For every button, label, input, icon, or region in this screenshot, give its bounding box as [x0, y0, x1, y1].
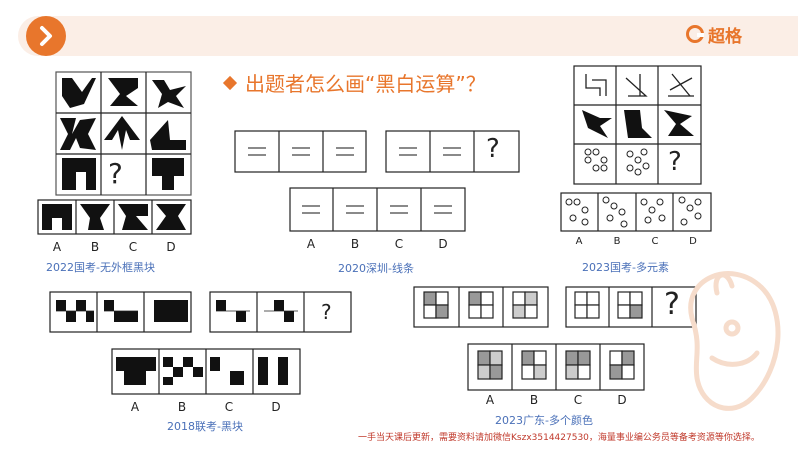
puzzle-guangdong-options — [467, 343, 645, 391]
page-title: 出题者怎么画“黑白运算”？ — [222, 68, 486, 97]
puzzle-2022-options — [37, 199, 192, 235]
puzzle-guangdong-row1 — [413, 286, 549, 328]
question-mark-2020: ? — [486, 134, 500, 164]
puzzle-2020-lines — [248, 147, 461, 214]
option-d-guangdong: D — [617, 393, 627, 407]
caption-2018: 2018联考-黑块 — [167, 420, 243, 433]
caption-2020: 2020深圳-线条 — [338, 262, 414, 275]
next-button[interactable] — [26, 16, 66, 56]
puzzle-guangdong-squares — [423, 291, 643, 380]
brand-name: 超格 — [708, 26, 742, 47]
option-c-guangdong: C — [573, 393, 583, 407]
puzzle-2023-line-glyphs — [585, 73, 694, 97]
question-mark-2022: ? — [108, 157, 123, 190]
puzzle-2020-row2 — [385, 130, 520, 173]
option-c-2023: C — [651, 236, 659, 247]
option-a-2022: A — [52, 240, 62, 254]
option-d-2018: D — [271, 400, 281, 414]
option-d-2023: D — [689, 236, 697, 247]
puzzle-2020-options — [289, 187, 466, 232]
question-mark-2018: ? — [321, 300, 332, 324]
option-a-2020: A — [306, 237, 316, 251]
puzzle-2023-circles — [565, 148, 702, 228]
option-d-2020: D — [438, 237, 448, 251]
puzzle-2018-row2 — [209, 291, 352, 333]
caption-guangdong: 2023广东-多个颜色 — [495, 414, 593, 427]
question-mark-guangdong: ? — [664, 287, 680, 322]
brand-icon — [686, 25, 704, 43]
option-b-2022: B — [90, 240, 100, 254]
option-b-2020: B — [350, 237, 360, 251]
footer-note: 一手当天课后更新，需要资料请加微信Kszx3514427530，海量事业编公务员… — [358, 433, 760, 443]
mascot-watermark — [688, 271, 781, 411]
option-d-2022: D — [166, 240, 176, 254]
puzzle-2018-row1 — [49, 291, 192, 333]
puzzle-2022-grid — [55, 71, 192, 196]
puzzle-2020-row1 — [234, 130, 367, 173]
puzzle-2023-options — [560, 192, 712, 232]
puzzle-guangdong-row2 — [565, 286, 697, 328]
caption-2023: 2023国考-多元素 — [582, 261, 669, 274]
puzzle-2018-blocks — [56, 300, 294, 385]
option-b-guangdong: B — [529, 393, 539, 407]
option-a-2023: A — [575, 236, 583, 247]
option-c-2018: C — [224, 400, 234, 414]
puzzle-2023-black-shapes — [582, 110, 694, 138]
option-b-2023: B — [613, 236, 621, 247]
option-a-2018: A — [130, 400, 140, 414]
top-banner — [18, 16, 798, 56]
puzzle-2023-grid — [573, 65, 702, 185]
option-a-guangdong: A — [485, 393, 495, 407]
option-b-2018: B — [177, 400, 187, 414]
question-mark-2023: ? — [668, 147, 682, 177]
option-c-2022: C — [128, 240, 138, 254]
puzzle-2018-options — [111, 348, 301, 395]
brand-logo: 超格 — [686, 21, 742, 47]
chevron-right-icon — [40, 26, 52, 46]
puzzle-2022-shapes — [42, 78, 186, 230]
caption-2022: 2022国考-无外框黑块 — [46, 261, 155, 274]
option-c-2020: C — [394, 237, 404, 251]
